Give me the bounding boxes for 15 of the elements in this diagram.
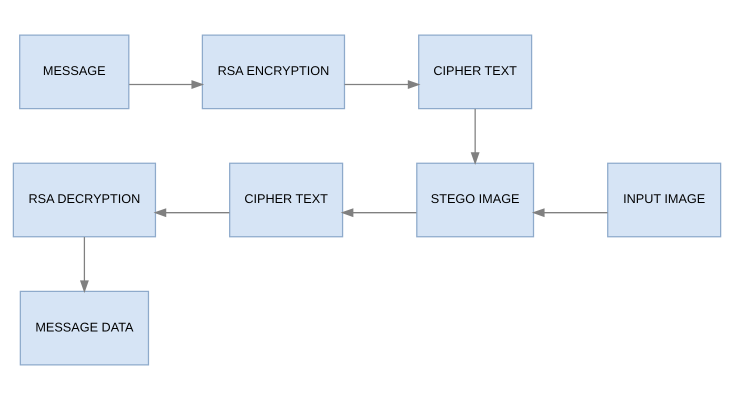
node-box: CIPHER TEXT: [229, 162, 344, 238]
node-box: MESSAGE DATA: [20, 290, 150, 366]
node-box: MESSAGE: [19, 34, 130, 110]
arrow: [532, 208, 608, 218]
node-box: STEGO IMAGE: [416, 162, 534, 238]
arrow: [129, 80, 204, 89]
node-box: INPUT IMAGE: [607, 162, 722, 238]
node-box: RSA DECRYPTION: [12, 162, 156, 238]
arrow: [154, 208, 230, 218]
arrow: [80, 237, 89, 294]
arrow: [344, 80, 421, 89]
arrow: [340, 208, 416, 218]
node-box: CIPHER TEXT: [418, 34, 532, 110]
node-box: RSA ENCRYPTION: [202, 34, 346, 110]
arrow: [470, 108, 480, 165]
